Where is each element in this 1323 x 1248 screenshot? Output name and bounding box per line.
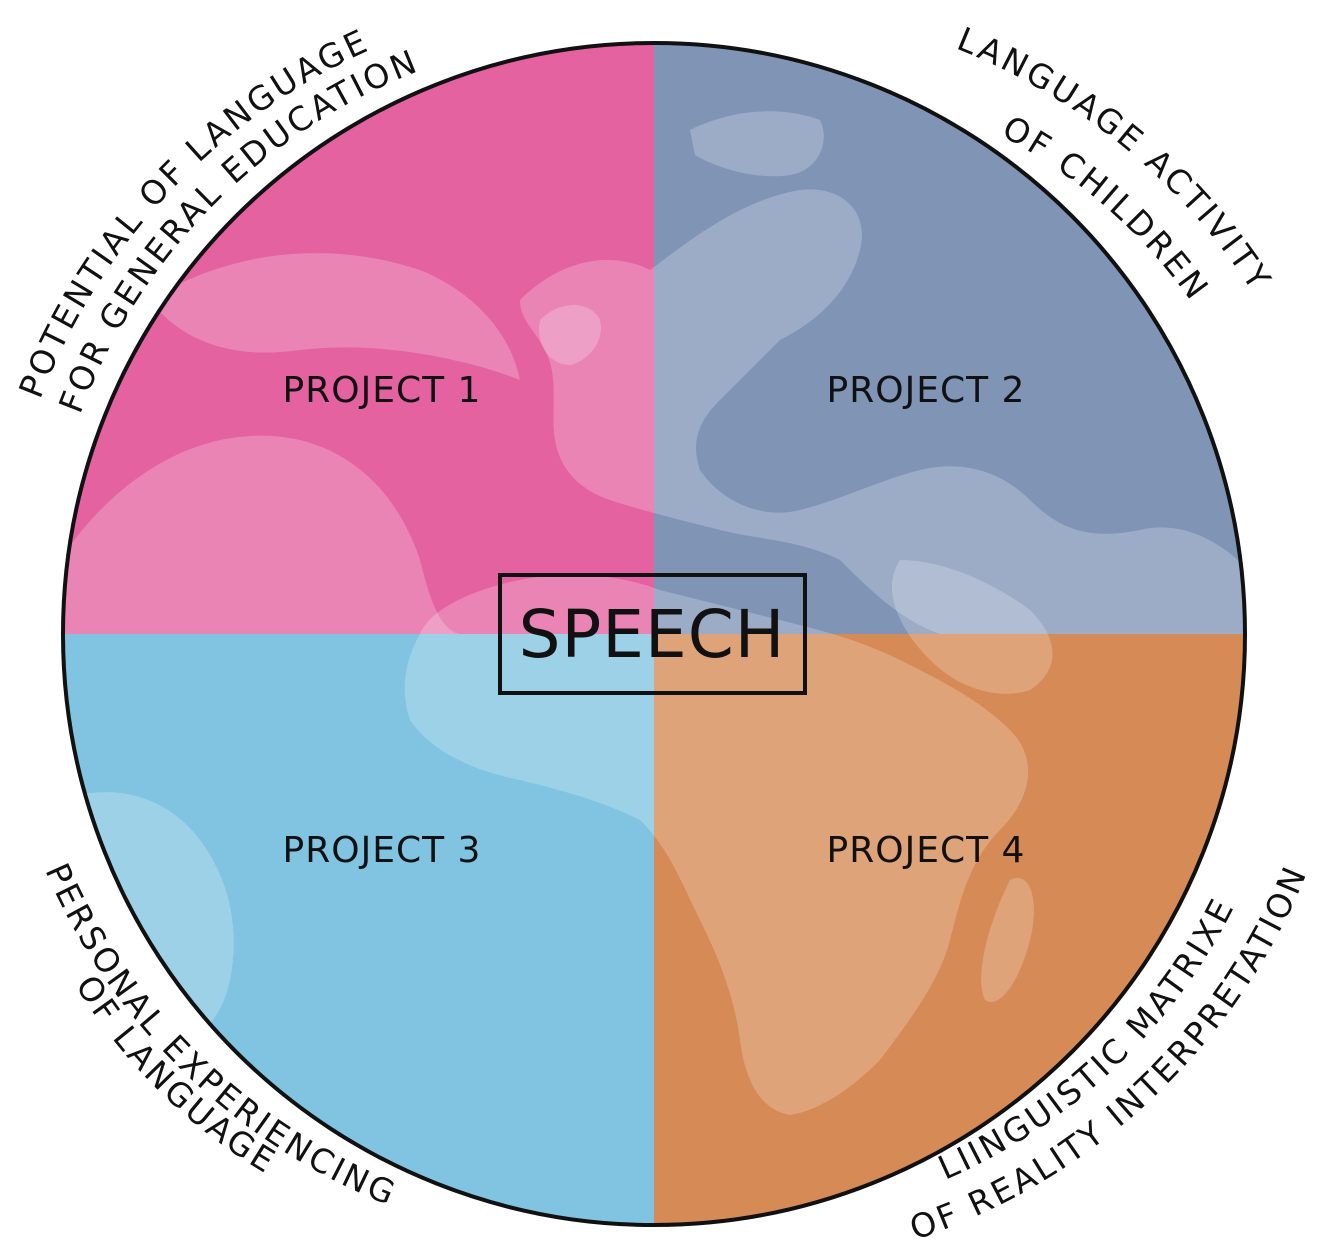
quadrant-label-project-4: PROJECT 4 <box>827 830 1026 871</box>
center-frame <box>498 573 807 695</box>
globe-outline <box>61 41 1247 1227</box>
quadrant-label-project-2: PROJECT 2 <box>827 370 1026 411</box>
world-map-overlay <box>63 111 1245 1115</box>
center-box: SPEECH <box>498 573 807 695</box>
center-label: SPEECH <box>519 596 786 673</box>
quadrant-label-project-3: PROJECT 3 <box>283 830 482 871</box>
quadrant-label-project-1: PROJECT 1 <box>283 370 482 411</box>
